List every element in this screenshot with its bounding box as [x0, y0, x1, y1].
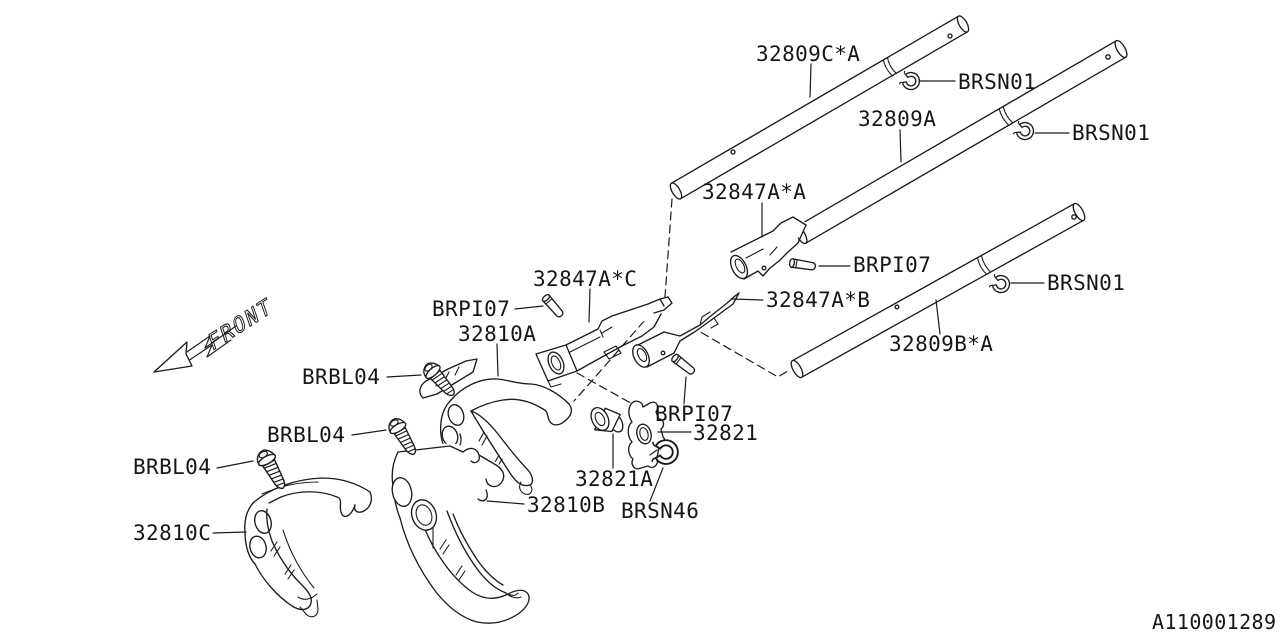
part-label-bolt-2: BRBL04: [267, 423, 345, 447]
selector-arm-32847a-a: [729, 216, 808, 283]
selector-arm-32847a-c: [419, 296, 673, 399]
part-label-selector-arm-a: 32847A*A: [702, 180, 806, 204]
pin-brpi07-c: [669, 352, 697, 377]
leader-lines: [212, 63, 1070, 534]
part-label-snap-ring-3: BRSN01: [1047, 271, 1125, 295]
drawing-number: A110001289: [1152, 610, 1276, 634]
part-label-rod-top: 32809C*A: [756, 42, 860, 66]
snap-ring-brsn01-3: [987, 271, 1013, 297]
part-label-bushing: 32821A: [575, 467, 653, 491]
bushing-32821a: [590, 406, 624, 433]
part-label-snap-ring-1: BRSN01: [958, 70, 1036, 94]
part-label-pin-a: BRPI07: [853, 253, 931, 277]
rod-32809b-a: [790, 202, 1086, 379]
fork-32810c: [244, 475, 373, 618]
plate-32821: [627, 400, 666, 470]
part-label-fork-b: 32810B: [527, 493, 605, 517]
part-label-selector-arm-c: 32847A*C: [533, 267, 637, 291]
part-label-rod-middle: 32809A: [858, 107, 936, 131]
front-label: FRONT: [206, 293, 276, 357]
part-label-selector-arm-b: 32847A*B: [766, 288, 870, 312]
part-label-plate: 32821: [693, 421, 758, 445]
part-label-snap-ring-small: BRSN46: [621, 499, 699, 523]
pin-brpi07-b: [540, 292, 566, 320]
front-direction-indicator: FRONT: [153, 292, 276, 373]
pin-brpi07-a: [788, 257, 817, 272]
part-label-pin-c: BRPI07: [655, 402, 733, 426]
part-label-bolt-1: BRBL04: [302, 365, 380, 389]
part-label-snap-ring-2: BRSN01: [1072, 121, 1150, 145]
part-label-pin-b: BRPI07: [432, 297, 510, 321]
part-label-rod-bottom: 32809B*A: [889, 332, 993, 356]
part-label-fork-c: 32810C: [133, 521, 211, 545]
selector-arm-32847a-b: [632, 292, 741, 372]
snap-ring-brsn01-2: [1011, 118, 1037, 144]
rod-32809c-a: [669, 15, 970, 200]
fork-32810a: [439, 375, 573, 498]
fork-32810b: [391, 443, 536, 625]
part-label-bolt-3: BRBL04: [133, 455, 211, 479]
part-label-fork-a: 32810A: [458, 322, 536, 346]
